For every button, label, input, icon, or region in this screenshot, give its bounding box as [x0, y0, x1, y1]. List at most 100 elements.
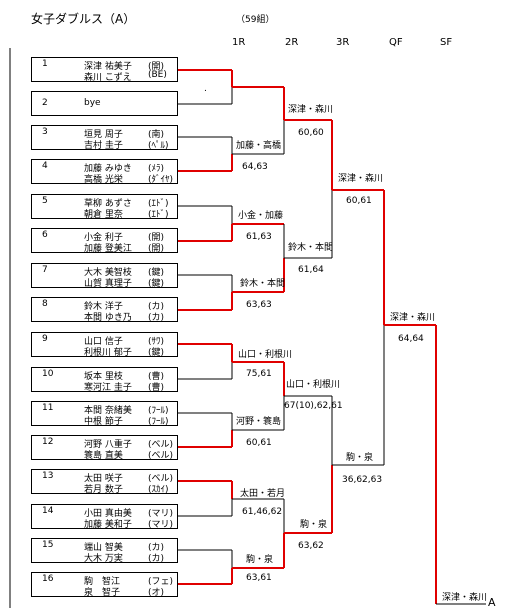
player-name: 加藤 みゆき [84, 164, 132, 174]
player-name: 端山 智美 [84, 543, 123, 553]
entry-box-10: 10 坂本 里枝 (曹) 寒河江 圭子 (曹) [31, 367, 178, 393]
r2-winner: 鈴木・本間 [288, 243, 334, 253]
player-name: 山口 信子 [84, 337, 123, 347]
player-name: 加藤 美和子 [84, 520, 132, 530]
player-name: 本間 ゆき乃 [84, 313, 132, 323]
entry-box-11: 11 本間 奈緒美 (ﾌｰﾙ) 中根 節子 (ﾌｰﾙ) [31, 401, 178, 427]
draw-half-marker: A [488, 596, 496, 609]
club-name: (マリ) [148, 509, 174, 519]
r1-winner: 加藤・高橋 [236, 141, 282, 151]
r1-score: 60,61 [246, 438, 272, 448]
entry-number: 8 [42, 299, 48, 309]
club-name: (マリ) [148, 520, 174, 530]
r3-winner: 駒・泉 [346, 453, 374, 463]
player-name: 泉 智子 [84, 588, 121, 598]
club-name: (ﾍﾟﾙ) [148, 141, 169, 151]
club-name: (カ) [148, 554, 165, 564]
club-name: (カ) [148, 313, 165, 323]
qf-winner: 深津・森川 [390, 313, 436, 323]
bye-mark: . [204, 84, 207, 94]
entry-number: 2 [42, 98, 48, 108]
entry-box-9: 9 山口 信子 (ｻﾜ) 利根川 郁子 (鍵) [31, 332, 178, 358]
entry-number: 5 [42, 196, 48, 206]
r1-winner: 駒・泉 [246, 555, 274, 565]
club-name: (ベル) [148, 474, 174, 484]
entry-number: 11 [42, 403, 54, 413]
r2-score: 63,62 [298, 541, 324, 551]
entry-box-6: 6 小金 利子 (開) 加藤 登美江 (開) [31, 228, 178, 254]
entry-box-16: 16 駒 智江 (フェ) 泉 智子 (オ) [31, 572, 178, 598]
r1-score: 63,61 [246, 573, 272, 583]
round-header-1r: 1R [232, 37, 246, 48]
player-name: 垣見 周子 [84, 130, 123, 140]
club-name: (フェ) [148, 577, 174, 587]
player-name: 本間 奈緒美 [84, 406, 132, 416]
player-name: 深津 祐美子 [84, 62, 132, 72]
club-name: (鍵) [148, 268, 165, 278]
entry-number: 15 [42, 540, 54, 550]
r2-winner: 深津・森川 [288, 105, 334, 115]
player-name: 駒 智江 [84, 577, 121, 587]
draw-title: 女子ダブルス（A） [31, 12, 136, 26]
r3-score: 36,62,63 [342, 475, 383, 485]
r1-score: 61,46,62 [242, 507, 283, 517]
r1-score: 64,63 [242, 162, 268, 172]
entry-number: 10 [42, 369, 54, 379]
round-header-2r: 2R [285, 37, 299, 48]
club-name: (ﾌｰﾙ) [148, 406, 169, 416]
player-name: 加藤 登美江 [84, 244, 132, 254]
qf-score: 64,64 [398, 334, 424, 344]
club-name: (ｻﾜ) [148, 337, 165, 347]
player-name: 森川 こずえ [84, 73, 132, 83]
club-name: (鍵) [148, 348, 165, 358]
club-name: (鍵) [148, 279, 165, 289]
r2-winner: 山口・利根川 [286, 380, 341, 390]
entry-number: 14 [42, 506, 54, 516]
entry-number: 7 [42, 265, 48, 275]
entry-number: 3 [42, 127, 48, 137]
entry-box-8: 8 鈴木 洋子 (カ) 本間 ゆき乃 (カ) [31, 297, 178, 323]
entry-box-4: 4 加藤 みゆき (ﾒﾗ) 高橋 光栄 (ﾀﾞｲﾔ) [31, 159, 178, 185]
club-name: (ベル) [148, 451, 174, 461]
club-name: (ｽｶｲ) [148, 485, 169, 495]
club-name: (曹) [148, 383, 165, 393]
r1-winner: 太田・若月 [240, 489, 286, 499]
entry-box-15: 15 端山 智美 (カ) 大木 万実 (カ) [31, 538, 178, 564]
entry-box-12: 12 河野 八重子 (ベル) 簑島 直美 (ベル) [31, 435, 178, 461]
player-name: 小田 真由美 [84, 509, 132, 519]
entry-box-1: 1 深津 祐美子 (開) 森川 こずえ (BE) [31, 57, 178, 83]
player-name: 太田 咲子 [84, 474, 123, 484]
player-name: 寒河江 圭子 [84, 383, 132, 393]
r1-winner: 小金・加藤 [238, 211, 284, 221]
r2-winner: 駒・泉 [300, 520, 328, 530]
club-name: (BE) [148, 70, 167, 80]
r2-score: 60,60 [298, 128, 324, 138]
r1-score: 61,63 [246, 232, 272, 242]
r2-score: 67(10),62,61 [284, 401, 343, 411]
r1-winner: 山口・利根川 [238, 350, 293, 360]
player-name: 草柳 あずさ [84, 199, 132, 209]
club-name: (開) [148, 233, 165, 243]
sf-winner: 深津・森川 [442, 593, 488, 603]
club-name: (開) [148, 244, 165, 254]
r2-score: 61,64 [298, 265, 324, 275]
player-name: 坂本 里枝 [84, 372, 123, 382]
entry-number: 1 [42, 59, 48, 69]
player-name: 若月 数子 [84, 485, 123, 495]
entry-box-3: 3 垣見 周子 (南) 吉村 圭子 (ﾍﾟﾙ) [31, 125, 178, 151]
entry-number: 6 [42, 230, 48, 240]
player-name: 鈴木 洋子 [84, 302, 123, 312]
club-name: (ﾒﾗ) [148, 164, 165, 174]
player-name: 利根川 郁子 [84, 348, 132, 358]
r1-winner: 河野・簑島 [236, 417, 282, 427]
r3-winner: 深津・森川 [338, 174, 384, 184]
r3-score: 60,61 [346, 196, 372, 206]
player-name: 吉村 圭子 [84, 141, 123, 151]
club-name: (ｴﾄﾞ) [148, 199, 169, 209]
club-name: (カ) [148, 302, 165, 312]
group-count: （59組） [236, 15, 275, 25]
entry-number: 12 [42, 437, 54, 447]
round-header-3r: 3R [336, 37, 350, 48]
player-name: 大木 美智枝 [84, 268, 132, 278]
entry-number: 13 [42, 471, 54, 481]
